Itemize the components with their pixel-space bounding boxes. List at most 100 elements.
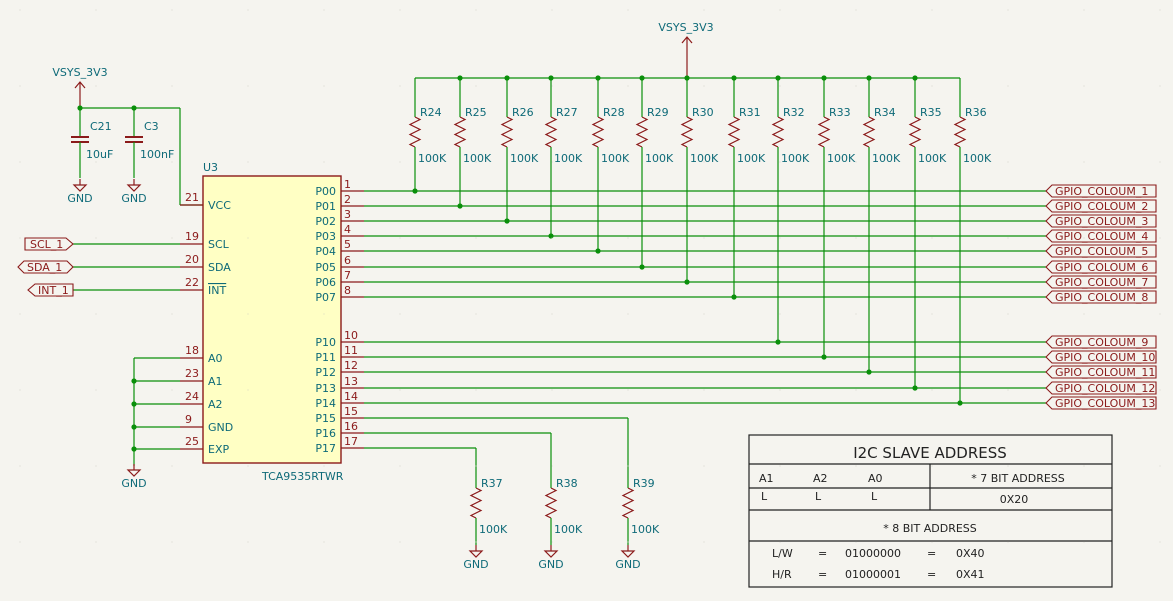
gpio-net-label-text: GPIO_COLOUM_12 (1055, 382, 1155, 395)
ic-pin-name: SCL (208, 238, 230, 251)
grid-dot (247, 237, 249, 239)
ic-part-number: TCA9535RTWR (261, 470, 344, 483)
gpio-net-label (1045, 229, 1157, 243)
grid-dot (779, 161, 781, 163)
grid-dot (323, 389, 325, 391)
ic-pin-number: 3 (344, 208, 351, 221)
grid-dot (475, 541, 477, 543)
grid-dot (551, 389, 553, 391)
grid-dot (551, 9, 553, 11)
resistor-value: 100K (690, 152, 719, 165)
resistor-symbol (908, 116, 922, 148)
grid-dot (779, 85, 781, 87)
ic-pin-name: P03 (315, 230, 336, 243)
junction-dot (639, 264, 645, 270)
resistor-symbol (680, 116, 694, 148)
grid-dot (171, 541, 173, 543)
resistor-ref: R32 (783, 106, 805, 119)
grid-dot (855, 161, 857, 163)
grid-dot (627, 161, 629, 163)
ic-pin-name: P02 (315, 215, 336, 228)
grid-dot (95, 313, 97, 315)
junction-dot (775, 339, 781, 345)
grid-dot (247, 465, 249, 467)
ic-pin-number: 18 (185, 344, 199, 357)
junction-dot (131, 378, 137, 384)
resistor-value: 100K (510, 152, 539, 165)
table-cell: 01000000 (845, 547, 901, 560)
resistor-ref: R37 (481, 477, 503, 490)
ic-pin-name: P15 (315, 412, 336, 425)
address-table-frame (748, 434, 1113, 588)
gpio-net-label (1045, 275, 1157, 289)
grid-dot (399, 313, 401, 315)
capacitor-ref: C3 (144, 120, 159, 133)
grid-dot (399, 237, 401, 239)
junction-dot (957, 400, 963, 406)
grid-dot (323, 9, 325, 11)
resistor-value: 100K (554, 523, 583, 536)
grid-dot (95, 389, 97, 391)
ic-pin-number: 25 (185, 435, 199, 448)
grid-dot (931, 541, 933, 543)
ground-label: GND (463, 558, 488, 571)
grid-dot (627, 465, 629, 467)
grid-dot (855, 85, 857, 87)
grid-dot (931, 9, 933, 11)
ic-pin-name: P13 (315, 382, 336, 395)
ic-pin-name: P05 (315, 261, 336, 274)
capacitor-ref: C21 (90, 120, 112, 133)
grid-dot (95, 9, 97, 11)
grid-dot (779, 389, 781, 391)
ground-icon (468, 550, 484, 558)
grid-dot (931, 85, 933, 87)
grid-dot (475, 161, 477, 163)
grid-dot (1083, 161, 1085, 163)
grid-dot (855, 389, 857, 391)
table-cell: L (815, 490, 822, 503)
capacitor-value: 100nF (140, 148, 174, 161)
ic-pin-number: 7 (344, 269, 351, 282)
resistor-ref: R34 (874, 106, 896, 119)
junction-dot (131, 401, 137, 407)
table-col-header: A1 (759, 472, 774, 485)
resistor-value: 100K (872, 152, 901, 165)
resistor-value: 100K (601, 152, 630, 165)
grid-dot (703, 85, 705, 87)
table-cell: = (927, 568, 936, 581)
table-cell: 01000001 (845, 568, 901, 581)
table-cell: = (818, 547, 827, 560)
grid-dot (171, 465, 173, 467)
ground-label: GND (121, 477, 146, 490)
table-cell: 0X41 (956, 568, 985, 581)
table-cell: L/W (772, 547, 793, 560)
bus-label (24, 237, 74, 251)
ic-pin-number: 1 (344, 178, 351, 191)
grid-dot (171, 389, 173, 391)
ic-pin-number: 16 (344, 420, 358, 433)
ic-pin-number: 11 (344, 344, 358, 357)
resistor-symbol (771, 116, 785, 148)
resistor-ref: R28 (603, 106, 625, 119)
power-label-top: VSYS_3V3 (658, 21, 713, 34)
grid-dot (171, 237, 173, 239)
power-arrow-icon (681, 36, 693, 44)
grid-dot (1083, 85, 1085, 87)
grid-dot (1007, 541, 1009, 543)
grid-dot (1159, 541, 1161, 543)
gpio-net-label (1045, 184, 1157, 198)
grid-dot (1159, 9, 1161, 11)
ic-pin-number: 8 (344, 284, 351, 297)
junction-dot (412, 188, 418, 194)
gpio-net-label-text: GPIO_COLOUM_7 (1055, 276, 1148, 289)
grid-dot (95, 237, 97, 239)
grid-dot (399, 389, 401, 391)
resistor-value: 100K (827, 152, 856, 165)
resistor-symbol (453, 116, 467, 148)
ground-icon (72, 184, 88, 192)
grid-dot (399, 9, 401, 11)
grid-dot (399, 541, 401, 543)
grid-dot (1159, 237, 1161, 239)
gpio-net-label (1045, 290, 1157, 304)
